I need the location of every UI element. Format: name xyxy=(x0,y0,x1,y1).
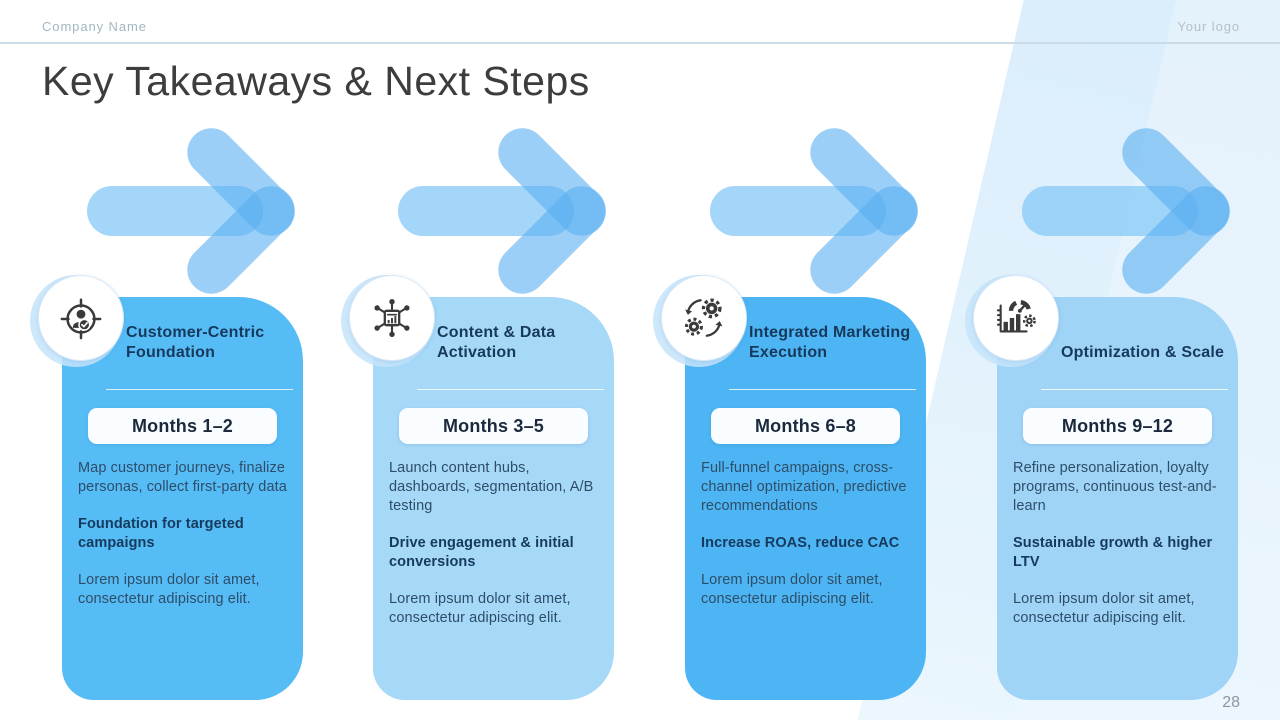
phase-card: Integrated Marketing Execution Months 6–… xyxy=(653,275,926,700)
arrow-right-icon xyxy=(398,118,616,304)
phase-column-2: Content & Data Activation Months 3–5 Lau… xyxy=(341,0,616,720)
phase-body: Refine personalization, loyalty programs… xyxy=(1013,459,1224,628)
phase-note: Lorem ipsum dolor sit amet, consectetur … xyxy=(701,572,883,607)
months-label: Months 9–12 xyxy=(1061,415,1174,436)
title-divider xyxy=(417,389,604,390)
phase-body: Full-funnel campaigns, cross-channel opt… xyxy=(701,459,912,609)
phase-title: Content & Data Activation xyxy=(437,324,556,361)
phase-description: Launch content hubs, dashboards, segment… xyxy=(389,460,594,514)
phase-card: Customer-Centric Foundation Months 1–2 M… xyxy=(30,275,303,700)
title-divider xyxy=(106,389,293,390)
phase-title: Integrated Marketing Execution xyxy=(749,324,911,361)
phase-card: Content & Data Activation Months 3–5 Lau… xyxy=(341,275,614,700)
page-title: Key Takeaways & Next Steps xyxy=(42,58,590,104)
phase-outcome: Increase ROAS, reduce CAC xyxy=(701,535,900,551)
months-label: Months 6–8 xyxy=(754,415,857,436)
phase-note: Lorem ipsum dolor sit amet, consectetur … xyxy=(1013,591,1195,626)
phase-description: Map customer journeys, finalize personas… xyxy=(78,460,287,495)
phase-card: Optimization & Scale Months 9–12 Refine … xyxy=(965,275,1238,700)
phase-icon-badge xyxy=(349,275,435,361)
months-badge: Months 1–2 xyxy=(88,408,277,444)
phase-outcome: Sustainable growth & higher LTV xyxy=(1013,535,1213,570)
logo-placeholder: Your logo xyxy=(1177,19,1240,34)
page-number: 28 xyxy=(1222,694,1240,711)
arrow-right-icon xyxy=(710,118,928,304)
phase-column-1: Customer-Centric Foundation Months 1–2 M… xyxy=(30,0,305,720)
phase-description: Refine personalization, loyalty programs… xyxy=(1013,460,1217,514)
data-network-icon xyxy=(374,299,410,337)
company-name: Company Name xyxy=(42,19,147,34)
phase-column-3: Integrated Marketing Execution Months 6–… xyxy=(653,0,928,720)
months-label: Months 1–2 xyxy=(131,415,234,436)
phase-outcome: Drive engagement & initial conversions xyxy=(389,535,574,570)
phase-outcome: Foundation for targeted campaigns xyxy=(78,516,244,551)
phase-body: Map customer journeys, finalize personas… xyxy=(78,459,289,609)
arrow-right-icon xyxy=(87,118,305,304)
arrow-right-icon xyxy=(1022,118,1240,304)
phase-body: Launch content hubs, dashboards, segment… xyxy=(389,459,600,628)
title-divider xyxy=(729,389,916,390)
phase-title: Optimization & Scale xyxy=(1061,344,1225,361)
title-divider xyxy=(1041,389,1228,390)
gauge-dashboard-icon xyxy=(996,300,1036,333)
months-badge: Months 6–8 xyxy=(711,408,900,444)
phase-column-4: Optimization & Scale Months 9–12 Refine … xyxy=(965,0,1240,720)
header-divider xyxy=(0,42,1280,44)
months-label: Months 3–5 xyxy=(442,415,545,436)
months-badge: Months 9–12 xyxy=(1023,408,1212,444)
phase-icon-badge xyxy=(661,275,747,361)
phase-note: Lorem ipsum dolor sit amet, consectetur … xyxy=(78,572,260,607)
phase-icon-badge xyxy=(973,275,1059,361)
gears-sync-icon xyxy=(684,298,723,337)
phase-description: Full-funnel campaigns, cross-channel opt… xyxy=(701,460,907,514)
phase-icon-badge xyxy=(38,275,124,361)
phase-title: Customer-Centric Foundation xyxy=(126,324,265,361)
person-target-icon xyxy=(60,298,102,340)
months-badge: Months 3–5 xyxy=(399,408,588,444)
phase-note: Lorem ipsum dolor sit amet, consectetur … xyxy=(389,591,571,626)
